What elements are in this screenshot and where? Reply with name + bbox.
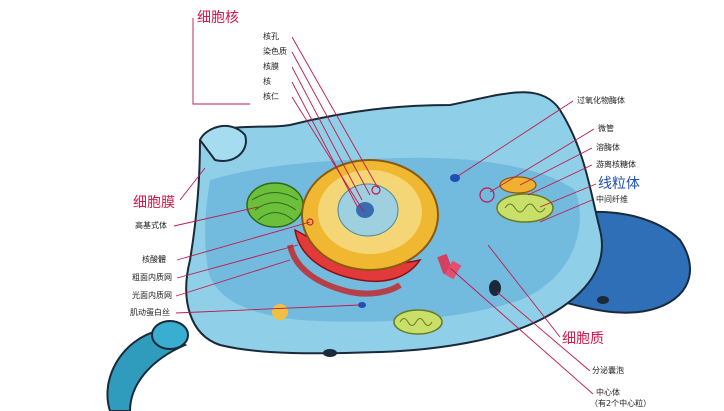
label-rough-er: 粗面内质网 xyxy=(132,273,172,282)
peroxisome-dot xyxy=(450,174,460,182)
cell-extension xyxy=(106,328,188,411)
golgi-apparatus xyxy=(246,182,304,228)
leader-lines xyxy=(173,18,597,395)
vesicle-dot xyxy=(358,302,366,308)
label-nuclear-pore: 核孔 xyxy=(263,32,279,41)
label-chromatin: 染色质 xyxy=(263,47,287,56)
label-nucleolus: 核仁 xyxy=(263,92,279,101)
label-lysosome: 溶酶体 xyxy=(596,143,620,152)
lysosome-small xyxy=(272,304,288,320)
label-intermediate-filament: 中间纤维 xyxy=(596,195,628,204)
label-nucleus: 细胞核 xyxy=(197,10,239,26)
cell-extension-tip xyxy=(151,320,189,350)
label-smooth-er: 光面内质网 xyxy=(132,291,172,300)
label-centrosome-note: （有2个中心粒） xyxy=(590,399,652,408)
label-actin-filament: 肌动蛋白丝 xyxy=(130,308,170,317)
label-free-ribosome: 游离核糖体 xyxy=(596,160,636,169)
secretory-vesicle-shape xyxy=(489,280,501,296)
vesicle-bottom xyxy=(323,349,337,357)
cell-top-flap xyxy=(198,124,247,162)
mitochondrion-right xyxy=(496,193,554,223)
nucleus-shape xyxy=(301,159,439,271)
free-ribosome-marker xyxy=(479,187,495,203)
nuclear-pore-marker xyxy=(371,185,381,195)
label-golgi: 高基式体 xyxy=(135,221,167,230)
label-peroxisome: 过氧化物酶体 xyxy=(577,96,625,105)
label-secretory-vesicle: 分泌囊泡 xyxy=(592,366,624,375)
label-cytoplasm: 细胞质 xyxy=(562,331,604,347)
label-centrosome: 中心体 xyxy=(596,388,620,397)
mitochondrion-lower xyxy=(393,309,443,335)
vesicle-right xyxy=(597,296,609,304)
ribosome-marker xyxy=(306,218,314,226)
label-microtubule: 微管 xyxy=(598,124,614,133)
label-cell-membrane: 细胞膜 xyxy=(133,195,175,211)
label-nuclear-membrane: 核膜 xyxy=(263,62,279,71)
label-ribosome: 核酸體 xyxy=(142,255,166,264)
label-nucleus-small: 核 xyxy=(263,77,271,86)
label-mitochondrion: 线粒体 xyxy=(598,176,640,192)
centrosome-shape xyxy=(437,253,462,280)
